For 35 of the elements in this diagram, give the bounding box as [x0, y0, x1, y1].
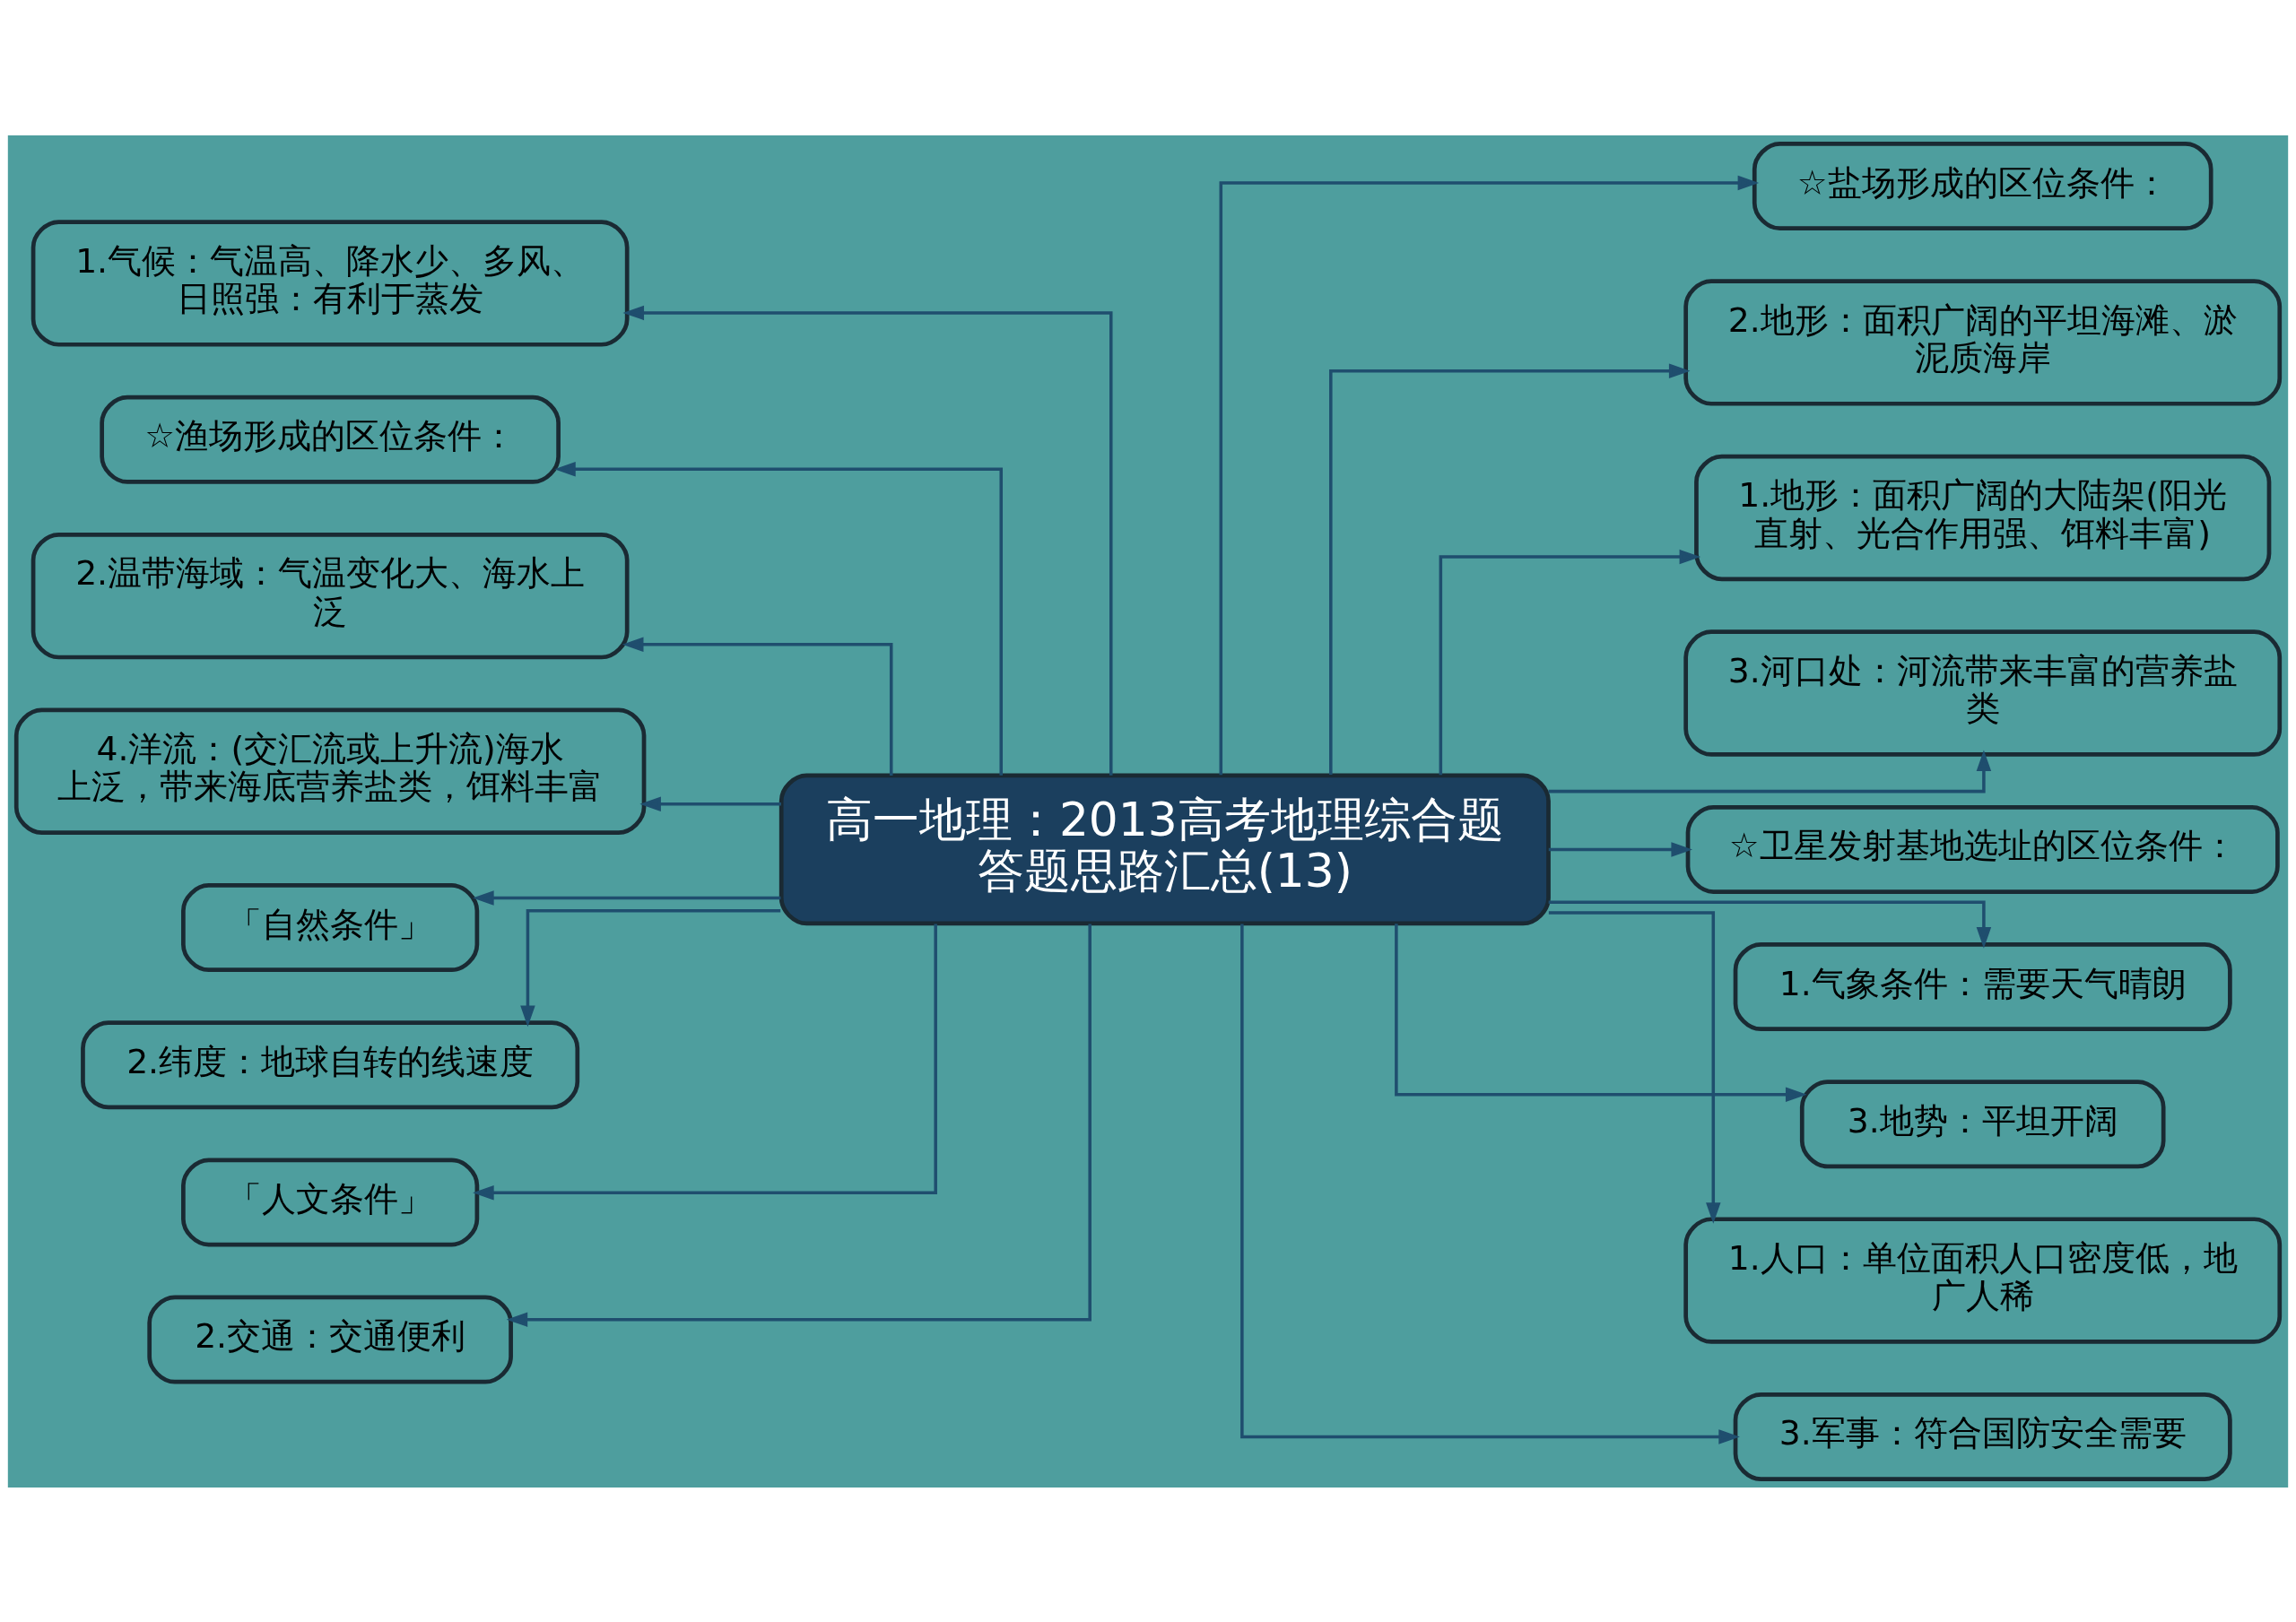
node-box: 2.纬度：地球自转的线速度 [81, 1019, 580, 1109]
node-box: 2.温带海域：气温变化大、海水上泛 [30, 532, 630, 659]
arrow [1548, 841, 1692, 857]
arrow [1219, 175, 1760, 775]
node-box: 1.气候：气温高、降水少、多风、日照强：有利于蒸发 [30, 219, 630, 347]
node-box: 3.军事：符合国防安全需要 [1733, 1392, 2232, 1481]
arrow [554, 461, 1003, 776]
arrow [1329, 362, 1691, 775]
arrow [1395, 923, 1807, 1102]
arrow [639, 796, 781, 811]
node-box: ☆卫星发射基地选址的区位条件： [1685, 804, 2280, 894]
node-box: 3.地势：平坦开阔 [1799, 1079, 2166, 1168]
node-box: 高一地理：2013高考地理综合题答题思路汇总(13) [778, 773, 1551, 925]
node-box: 4.洋流：(交汇流或上升流)海水上泛，带来海底营养盐类，饵料丰富 [13, 707, 647, 835]
node-box: 「自然条件」 [181, 882, 480, 972]
node-box: 1.地形：面积广阔的大陆架(阳光直射、光合作用强、饵料丰富) [1694, 454, 2272, 581]
node-box: 「人文条件」 [181, 1157, 480, 1246]
arrow [1548, 900, 1992, 949]
arrow [473, 889, 781, 906]
node-box: 1.气象条件：需要天气晴朗 [1733, 941, 2232, 1031]
arrow [473, 924, 937, 1201]
arrow [1439, 549, 1701, 775]
node-box: 2.地形：面积广阔的平坦海滩、淤泥质海岸 [1683, 278, 2283, 406]
arrow [622, 637, 893, 776]
arrow [520, 908, 781, 1027]
arrow [506, 924, 1091, 1327]
arrow [1240, 923, 1740, 1444]
node-box: ☆盐场形成的区位条件： [1752, 141, 2213, 230]
arrow [622, 305, 1113, 776]
node-box: ☆渔场形成的区位条件： [100, 395, 561, 484]
arrow [1548, 750, 1992, 793]
node-box: 1.人口：单位面积人口密度低，地广人稀 [1683, 1216, 2283, 1344]
node-box: 3.河口处：河流带来丰富的营养盐类 [1683, 629, 2283, 757]
arrow [1548, 910, 1721, 1224]
node-box: 2.交通：交通便利 [147, 1295, 513, 1384]
